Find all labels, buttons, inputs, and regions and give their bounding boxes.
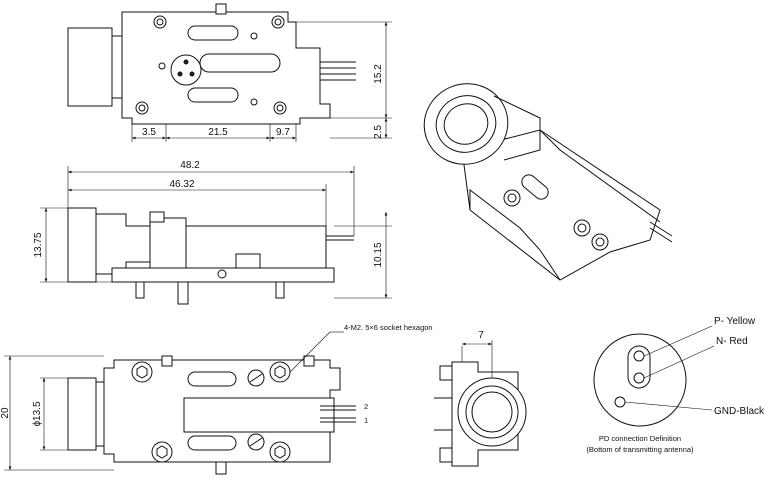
dim-21-5: 21.5 <box>208 127 228 138</box>
dim-15-2: 15.2 <box>373 64 384 84</box>
pd-n-label: N- Red <box>716 336 748 347</box>
end-connector-inner <box>471 391 513 433</box>
dim-13-75: 13.75 <box>33 232 44 257</box>
dim-7: 7 <box>478 330 484 341</box>
hex-screw-tl <box>131 361 153 383</box>
dim-10-15: 10.15 <box>373 242 384 267</box>
hex-screw-tr <box>269 361 291 383</box>
isometric-view <box>423 83 673 281</box>
pd-p-label: P- Yellow <box>714 316 756 327</box>
dim-9-7: 9.7 <box>276 127 290 138</box>
pin-2-label: 2 <box>364 402 368 411</box>
pd-gnd-label: GND-Black <box>714 406 765 417</box>
bottom-center-block <box>183 397 335 433</box>
top-tab <box>215 3 227 15</box>
side-view: 48.2 46.32 13.75 10.15 <box>33 160 392 305</box>
hex-socket-label: 4-M2. 5×6 socket hexagon <box>344 323 433 332</box>
iso-slot <box>521 174 549 200</box>
dim-phi-13-5: ϕ13.5 <box>32 401 43 427</box>
pd-caption-line1: PD connection Definition <box>599 434 681 443</box>
top-connector-neck <box>112 35 123 99</box>
top-lens-boss <box>170 54 202 86</box>
top-slot-lower <box>187 87 239 103</box>
dim-46-32: 46.32 <box>169 179 194 190</box>
pd-pin-gnd <box>614 396 626 408</box>
top-slot-upper <box>187 25 239 41</box>
side-connector-body <box>95 213 151 275</box>
side-pin-3 <box>275 281 285 299</box>
pd-definition: P- Yellow N- Red GND-Black PD connection… <box>586 316 765 454</box>
top-view: 3.5 21.5 9.7 15.2 2.5 <box>67 3 392 142</box>
bottom-view: 2 1 4-M2. 5×6 socket hexagon 20 ϕ13.5 <box>0 323 433 475</box>
dim-48-2: 48.2 <box>180 160 200 171</box>
side-connector-flange <box>67 207 97 283</box>
top-connector-body <box>67 27 113 107</box>
pd-pin-n <box>633 372 645 384</box>
top-slot-middle <box>199 53 281 73</box>
iso-body <box>461 129 661 281</box>
hex-screw-br <box>269 441 291 463</box>
iso-connector-inner <box>443 103 489 145</box>
side-housing <box>149 217 187 269</box>
pd-caption-line2: (Bottom of transmitting antenna) <box>586 445 694 454</box>
end-view: 7 <box>434 330 527 467</box>
side-pin-2 <box>177 281 189 305</box>
bottom-connector-flange <box>67 377 97 451</box>
side-pin-1 <box>135 281 145 299</box>
dim-3-5: 3.5 <box>142 127 156 138</box>
pin-1-label: 1 <box>364 416 368 425</box>
dim-20: 20 <box>0 407 11 419</box>
pd-pin-p <box>633 350 645 362</box>
hex-screw-bl <box>151 441 173 463</box>
dim-2-5: 2.5 <box>373 125 384 139</box>
